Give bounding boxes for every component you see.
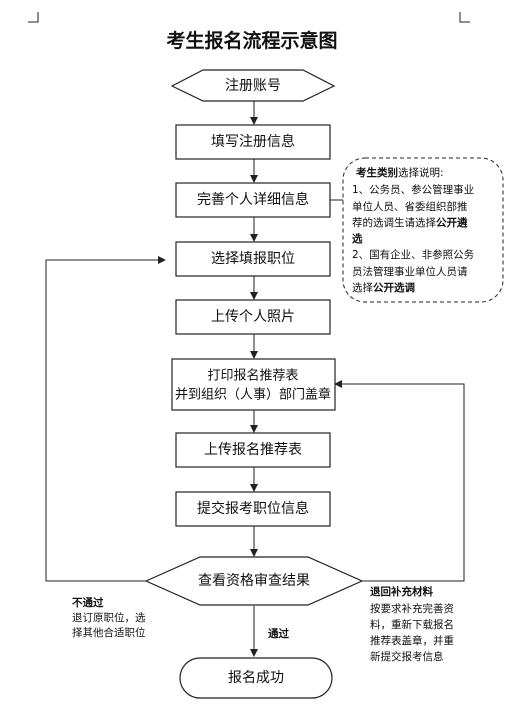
node-print-form: 打印报名推荐表 并到组织（人事）部门盖章 xyxy=(171,358,336,411)
node-submit-info-label: 提交报考职位信息 xyxy=(197,500,309,517)
node-success-label: 报名成功 xyxy=(228,670,284,686)
note-callout: 考生类别选择说明: 1、公务员、参公管理事业 单位人员、省委组织部推 荐的选调生… xyxy=(342,157,504,303)
note-line-7: 选择公开选调 xyxy=(352,281,415,294)
node-upload-form: 上传报名推荐表 xyxy=(175,432,331,468)
node-submit-info: 提交报考职位信息 xyxy=(175,491,331,527)
node-fill-info-label: 填写注册信息 xyxy=(211,133,295,150)
node-check-result-label: 查看资格审查结果 xyxy=(198,573,310,589)
diagram-title: 考生报名流程示意图 xyxy=(166,29,337,52)
node-upload-form-label: 上传报名推荐表 xyxy=(204,442,302,458)
note-line-3: 荐的选调生请选择公开遴 xyxy=(352,216,468,229)
node-check-result: 查看资格审查结果 xyxy=(144,556,364,606)
node-register: 注册账号 xyxy=(170,69,336,102)
pass-branch-label: 通过 xyxy=(268,627,289,640)
fail-branch-line-1: 退订原职位，选 xyxy=(72,611,146,624)
note-line-4: 选 xyxy=(352,232,363,245)
return-branch-title: 退回补充材料 xyxy=(370,585,433,598)
node-complete-info-label: 完善个人详细信息 xyxy=(197,191,309,208)
return-branch-line-3: 推荐表盖章，并重 xyxy=(370,634,454,647)
corner-mark-right xyxy=(459,12,470,23)
node-complete-info: 完善个人详细信息 xyxy=(175,182,331,218)
note-heading: 考生类别选择说明: xyxy=(356,166,444,179)
edge-fail-loop xyxy=(45,256,166,582)
node-print-form-label-1: 打印报名推荐表 xyxy=(207,368,298,384)
node-fill-info: 填写注册信息 xyxy=(175,124,331,160)
node-upload-photo-label: 上传个人照片 xyxy=(211,309,295,325)
edge-return-loop xyxy=(334,380,465,582)
note-line-5: 2、国有企业、非参照公务 xyxy=(352,248,475,261)
node-print-form-label-2: 并到组织（人事）部门盖章 xyxy=(175,387,331,403)
return-branch-line-4: 新提交报考信息 xyxy=(370,650,444,663)
node-select-position: 选择填报职位 xyxy=(175,241,331,277)
note-line-6: 员法管理事业单位人员请 xyxy=(352,265,468,278)
node-select-position-label: 选择填报职位 xyxy=(211,251,295,267)
note-line-2: 单位人员、省委组织部推 xyxy=(352,200,468,213)
node-register-label: 注册账号 xyxy=(225,78,281,94)
return-branch-line-1: 按要求补充完善资 xyxy=(370,602,454,615)
note-line-1: 1、公务员、参公管理事业 xyxy=(352,183,474,196)
corner-mark-left xyxy=(28,12,39,23)
node-success: 报名成功 xyxy=(179,657,333,699)
return-branch-line-2: 料，重新下载报名 xyxy=(370,618,454,631)
node-upload-photo: 上传个人照片 xyxy=(175,299,331,335)
fail-branch-title: 不通过 xyxy=(72,596,104,609)
fail-branch-line-2: 择其他合适职位 xyxy=(72,626,146,639)
